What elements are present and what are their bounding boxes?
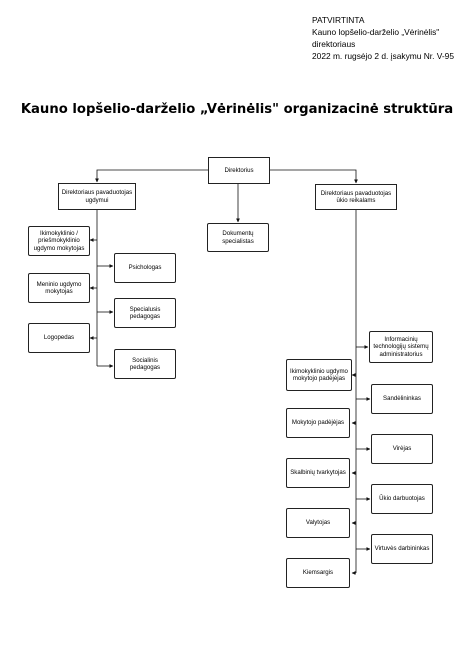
- approval-line-2: Kauno lopšelio-darželio „Vėrinėlis": [312, 27, 440, 37]
- connector-director-right: [270, 169, 358, 184]
- connector-director-left: [95, 169, 208, 183]
- node-deputy-household: Direktoriaus pavaduotojas ūkio reikalams: [315, 184, 397, 210]
- approval-line-4: 2022 m. rugsėjo 2 d. įsakymu Nr. V-95: [312, 51, 454, 61]
- node-social-pedagogue: Socialinis pedagogas: [114, 349, 176, 379]
- page-title: Kauno lopšelio-darželio „Vėrinėlis" orga…: [20, 102, 454, 117]
- approval-stamp: PATVIRTINTA Kauno lopšelio-darželio „Vėr…: [312, 14, 470, 62]
- node-cook: Virėjas: [371, 434, 433, 464]
- node-storekeeper: Sandėlininkas: [371, 384, 433, 414]
- node-maintenance-worker: Ūkio darbuotojas: [371, 484, 433, 514]
- node-kitchen-worker: Virtuvės darbininkas: [371, 534, 433, 564]
- node-it-administrator: Informacinių technologijų sistemų admini…: [369, 331, 433, 363]
- node-document-specialist: Dokumentų specialistas: [207, 223, 269, 252]
- node-psychologist: Psichologas: [114, 253, 176, 283]
- approval-line-3: direktoriaus: [312, 39, 356, 49]
- node-teacher-assistant: Mokytojo padėjėjas: [286, 408, 350, 438]
- node-teacher-assistant-preschool: Ikimokyklinio ugdymo mokytojo padėjėjas: [286, 359, 352, 391]
- node-cleaner: Valytojas: [286, 508, 350, 538]
- approval-line-1: PATVIRTINTA: [312, 15, 365, 25]
- node-deputy-education: Direktoriaus pavaduotojas ugdymui: [58, 183, 136, 210]
- node-speech-therapist: Logopedas: [28, 323, 90, 353]
- node-director: Direktorius: [208, 157, 270, 184]
- node-yard-keeper: Kiemsargis: [286, 558, 350, 588]
- node-preschool-teacher: Ikimokyklinio / priešmokyklinio ugdymo m…: [28, 226, 90, 256]
- node-special-pedagogue: Specialusis pedagogas: [114, 298, 176, 328]
- node-laundry-worker: Skalbinių tvarkytojas: [286, 458, 350, 488]
- node-music-teacher: Meninio ugdymo mokytojas: [28, 273, 90, 303]
